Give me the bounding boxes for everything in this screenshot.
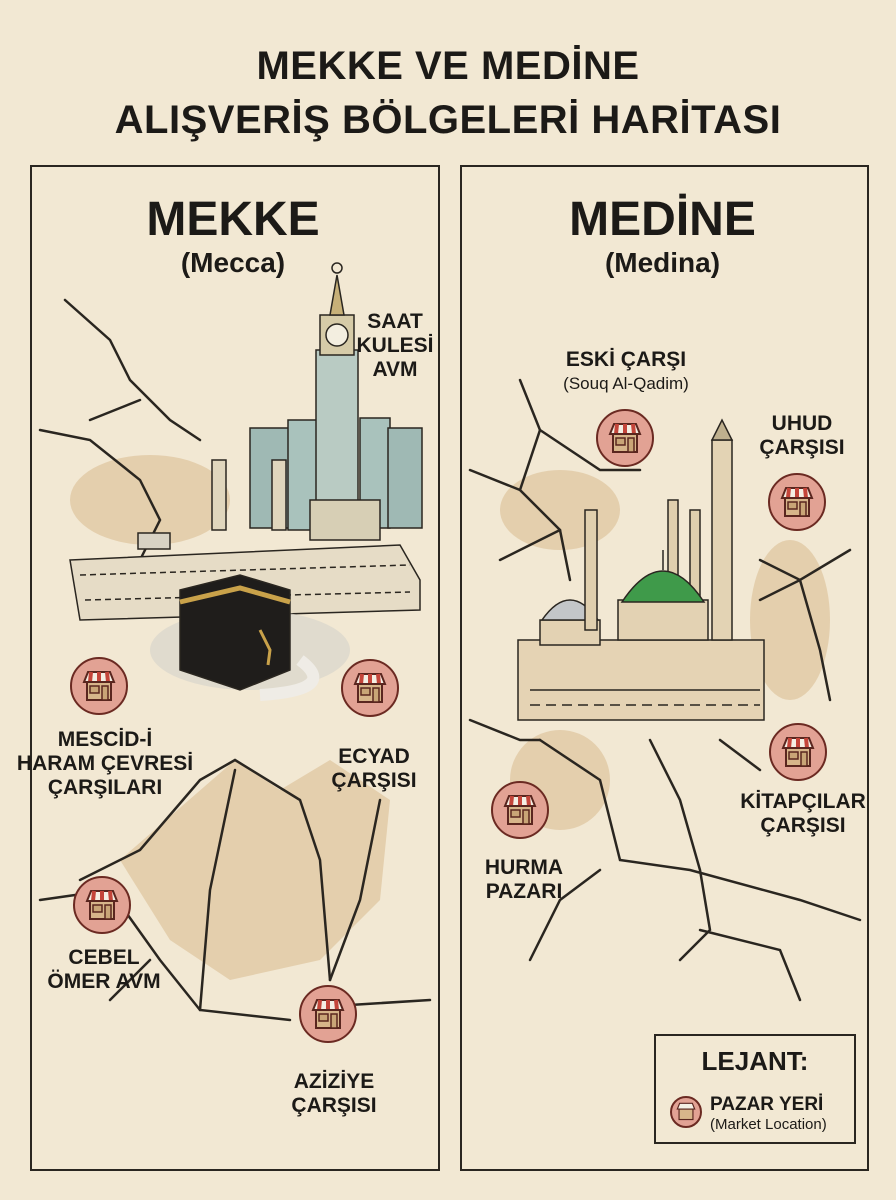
storefront-icon <box>82 671 116 701</box>
legend-item-label: PAZAR YERİ <box>710 1094 824 1115</box>
storefront-icon <box>353 673 387 703</box>
label-line: ÇARŞISI <box>759 436 845 459</box>
hurma-label: HURMA PAZARI <box>485 856 563 904</box>
label-line: KULESİ <box>356 334 434 357</box>
label-line: SAAT <box>367 310 423 333</box>
medina-heading: MEDİNE (Medina) <box>460 194 865 280</box>
storefront-icon <box>503 795 537 825</box>
market-marker-uhud[interactable] <box>768 473 826 531</box>
cebel-omer-label: CEBEL ÖMER AVM <box>47 946 160 994</box>
market-marker-aziziye[interactable] <box>299 985 357 1043</box>
medina-name: MEDİNE <box>569 193 756 246</box>
label-note: (Souq Al-Qadim) <box>563 374 689 393</box>
medina-subtitle: (Medina) <box>604 247 721 278</box>
label-line: ÇARŞILARI <box>47 776 163 799</box>
label-line: UHUD <box>771 412 833 435</box>
legend-item-note: (Market Location) <box>710 1116 827 1133</box>
label-line: ÖMER AVM <box>47 970 161 993</box>
label-line: AZİZİYE <box>293 1070 375 1093</box>
mecca-heading: MEKKE (Mecca) <box>30 194 436 280</box>
medina-panel <box>460 165 869 1171</box>
market-marker-ecyad[interactable] <box>341 659 399 717</box>
label-line: ÇARŞISI <box>760 814 846 837</box>
market-marker-hurma[interactable] <box>491 781 549 839</box>
storefront-icon <box>85 890 119 920</box>
storefront-icon <box>781 737 815 767</box>
legend-market-icon <box>670 1096 702 1128</box>
map-title-line2: ALIŞVERİŞ BÖLGELERİ HARİTASI <box>114 98 782 142</box>
label-line: HARAM ÇEVRESİ <box>16 752 194 775</box>
mecca-subtitle: (Mecca) <box>180 247 286 278</box>
storefront-icon <box>780 487 814 517</box>
prophets-mosque-illustration <box>517 418 765 721</box>
market-marker-eski-carsi[interactable] <box>596 409 654 467</box>
label-line: ESKİ ÇARŞI <box>565 348 687 371</box>
legend: LEJANT: PAZAR YERİ (Market Location) <box>654 1034 856 1144</box>
uhud-label: UHUD ÇARŞISI <box>759 412 844 460</box>
label-line: ÇARŞISI <box>331 769 417 792</box>
label-line: ECYAD <box>338 745 410 768</box>
label-line: AVM <box>372 358 418 381</box>
mecca-name: MEKKE <box>146 193 320 246</box>
label-line: HURMA <box>484 856 564 879</box>
market-marker-mescid-i-haram[interactable] <box>70 657 128 715</box>
legend-title: LEJANT: <box>701 1046 809 1076</box>
ecyad-label: ECYAD ÇARŞISI <box>331 745 416 793</box>
kitapcilar-label: KİTAPÇILAR ÇARŞISI <box>740 790 866 838</box>
storefront-icon <box>676 1102 696 1121</box>
mescid-i-haram-label: MESCİD-İ HARAM ÇEVRESİ ÇARŞILARI <box>17 728 193 800</box>
aziziye-label: AZİZİYE ÇARŞISI <box>291 1070 376 1118</box>
label-line: ÇARŞISI <box>291 1094 377 1117</box>
eski-carsi-label: ESKİ ÇARŞI (Souq Al-Qadim) <box>563 348 689 396</box>
label-line: CEBEL <box>68 946 140 969</box>
roads <box>38 298 862 1022</box>
market-marker-kitapcilar[interactable] <box>769 723 827 781</box>
map-title-line1: MEKKE VE MEDİNE <box>256 44 640 88</box>
label-line: MESCİD-İ <box>57 728 153 751</box>
mecca-panel <box>30 165 440 1171</box>
label-line: KİTAPÇILAR <box>740 790 866 813</box>
market-marker-cebel-omer[interactable] <box>73 876 131 934</box>
saat-kulesi-label: SAAT KULESİ AVM <box>356 310 433 382</box>
label-line: PAZARI <box>485 880 563 903</box>
masjid-al-haram-illustration <box>69 459 421 701</box>
storefront-icon <box>311 999 345 1029</box>
storefront-icon <box>608 423 642 453</box>
